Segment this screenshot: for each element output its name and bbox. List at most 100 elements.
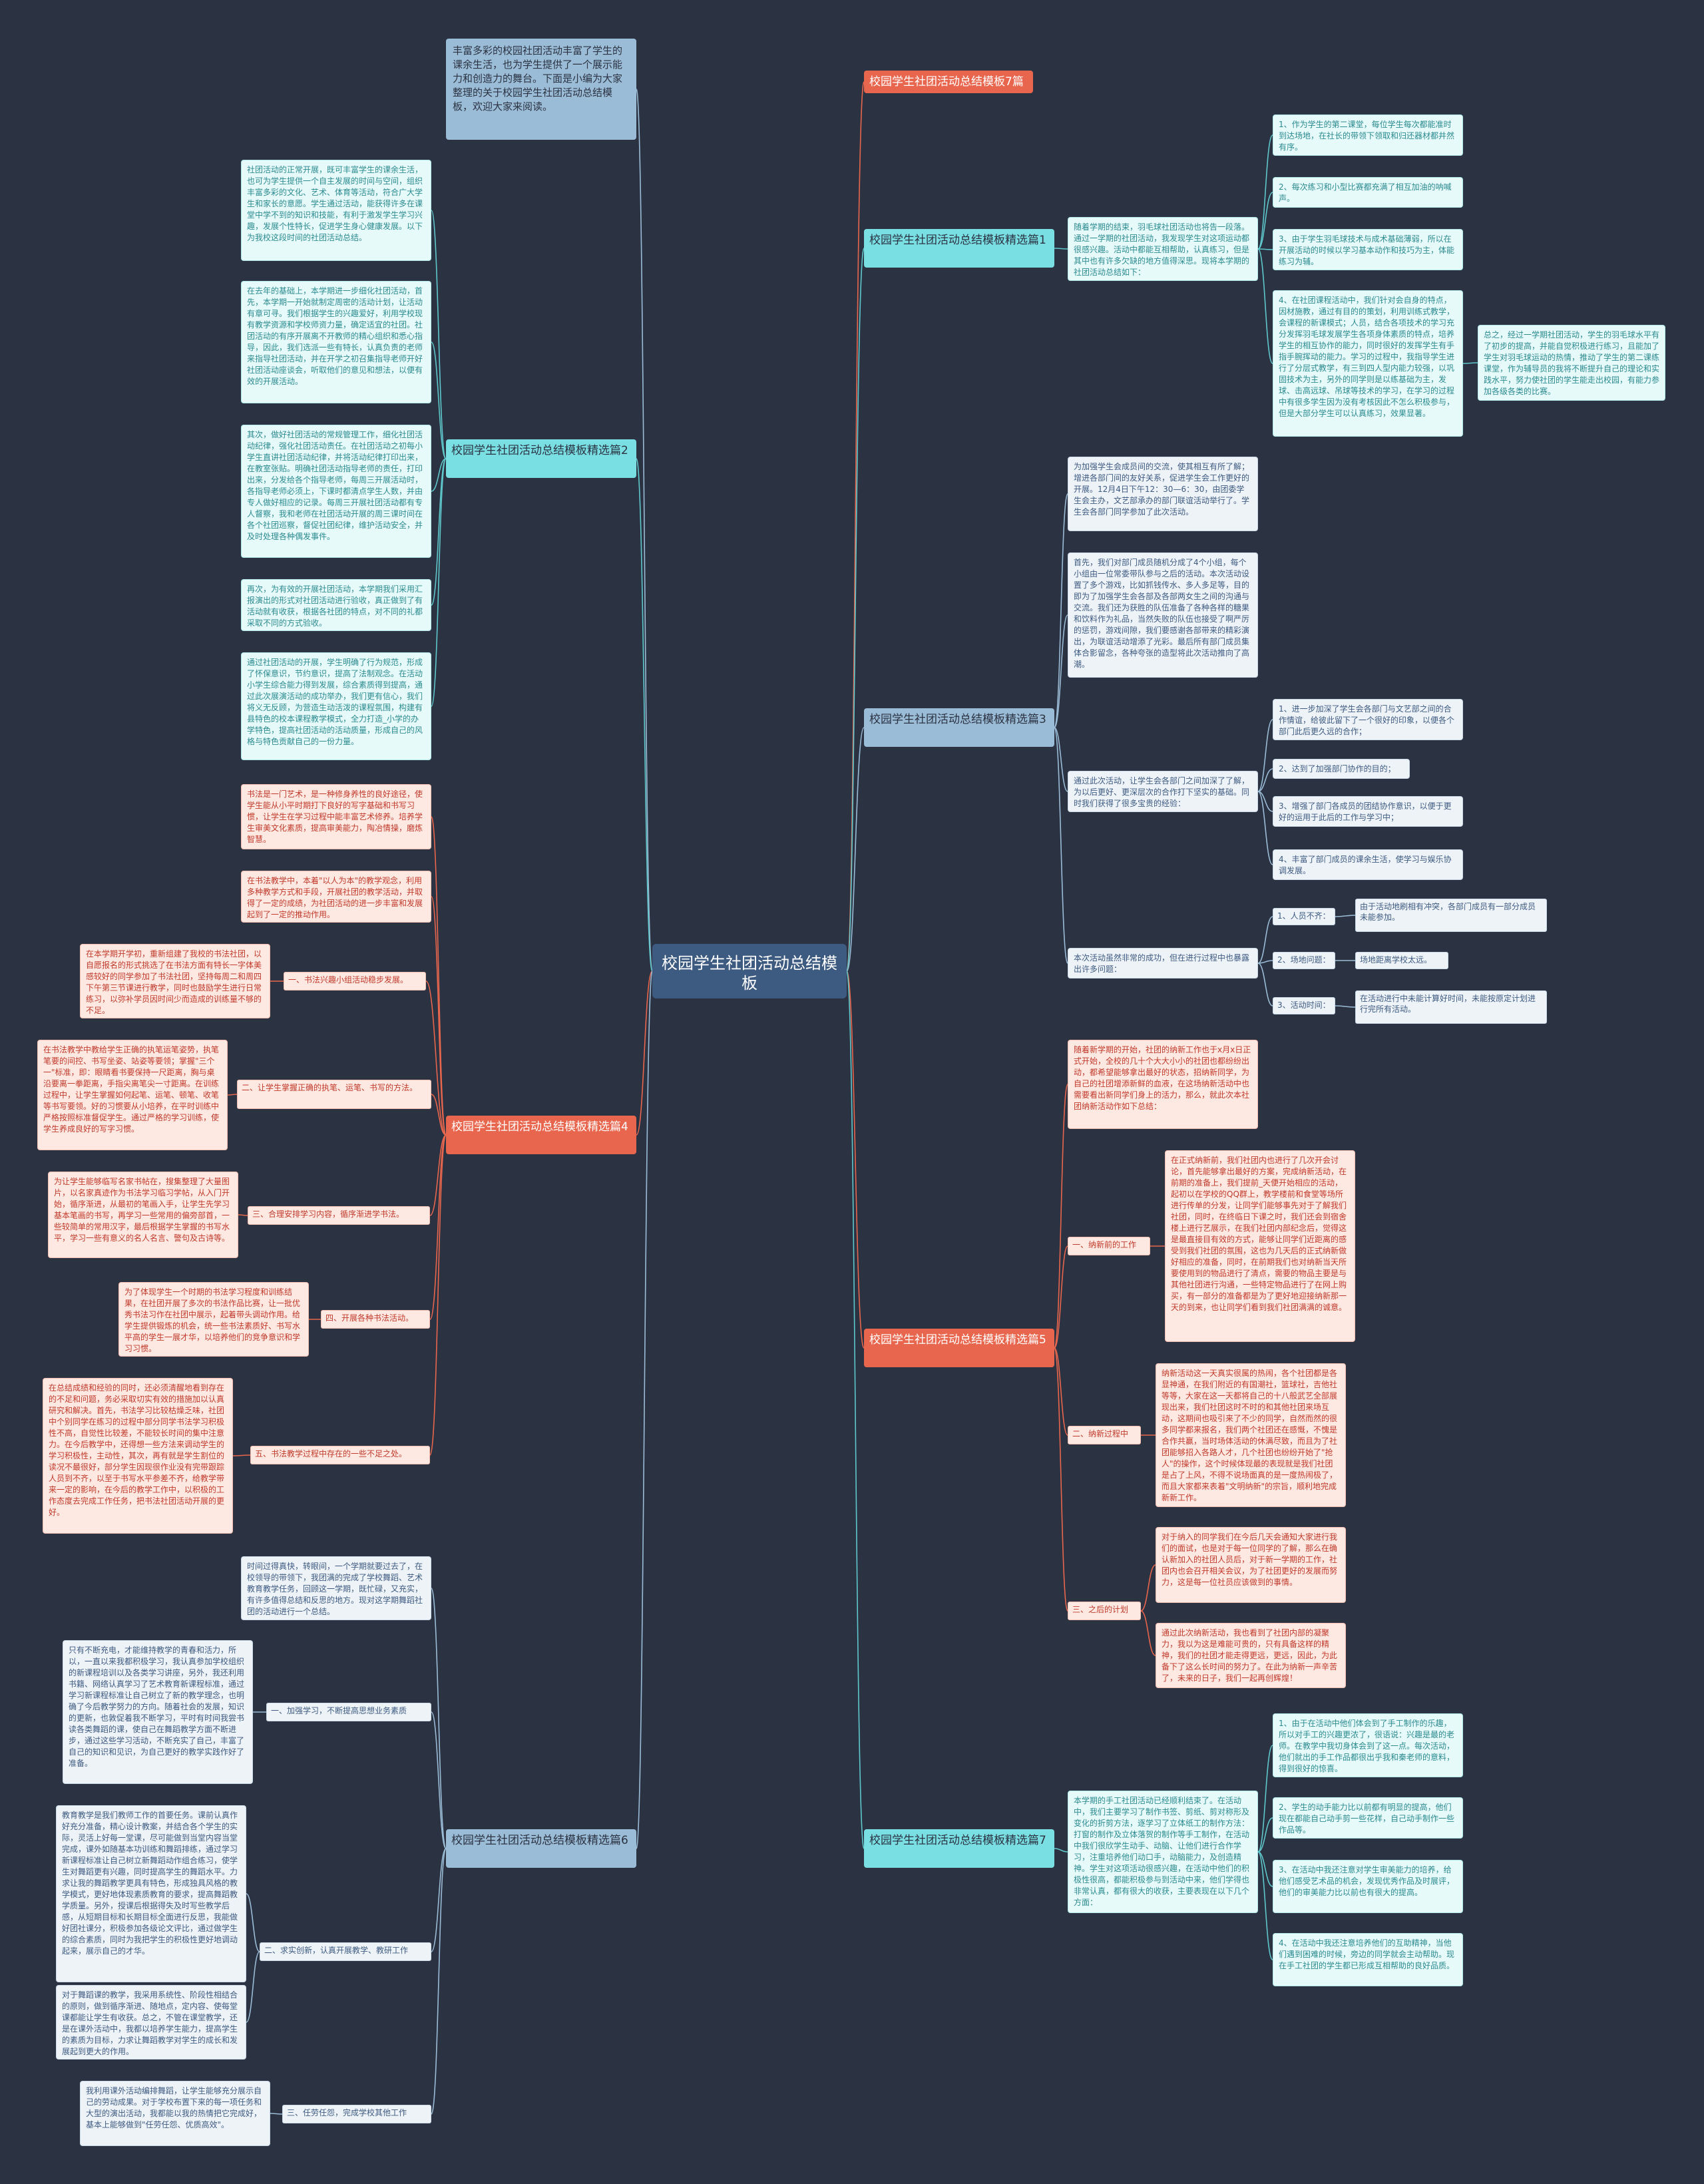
branch-5-item-3-detail-2: 通过此次纳新活动，我也看到了社团内部的凝聚力，我以为这是难能可贵的，只有具备这样…	[1156, 1623, 1346, 1688]
branch-2[interactable]: 校园学生社团活动总结模板精选篇2	[446, 439, 636, 478]
branch-6-intro: 时间过得真快，转眼间，一个学期就要过去了，在校领导的带领下，我团满的完成了学校舞…	[241, 1556, 431, 1620]
connector-branch-7-item-1	[1257, 1745, 1273, 1853]
connector-branch-2-item-2	[431, 341, 447, 459]
branch-6-item-1-detail: 只有不断充电，才能维持教学的青春和活力，所以，一直以来我都积极学习，我认真参加学…	[63, 1640, 253, 1784]
branch-3-gain-1: 1、进一步加深了学生会各部门与文艺部之间的合作情谊，给彼此留下了一个很好的印象，…	[1273, 699, 1463, 740]
branch-3-issue-3-detail: 在活动进行中未能计算好时间，未能按原定计划进行完所有活动。	[1355, 990, 1547, 1024]
branch-5[interactable]: 校园学生社团活动总结模板精选篇5	[864, 1329, 1054, 1367]
connector-branch-4-item-5-label	[429, 1134, 447, 1456]
branch-4-item-3-detail: 为让学生能够临写名家书帖在，搜集整理了大量图片，以名家真迹作为书法学习临习学帖，…	[48, 1172, 238, 1258]
connector-branch-7-item-2	[1257, 1817, 1273, 1853]
connector-branch-2-item-4	[431, 458, 447, 606]
connector-branch-4	[636, 971, 653, 1136]
branch-6-item-3-label: 三、任劳任怨，完成学校其他工作	[282, 2105, 431, 2123]
connector-branch-3-text-4	[1054, 727, 1068, 964]
branch-6-item-2-detail-2: 对于舞蹈课的教学，我采用系统性、阶段性相结合的原则，做到循序渐进、随地点，定内容…	[56, 1985, 246, 2060]
connector-branch-3-issue-2-label	[1257, 960, 1273, 964]
branch-4-item-2-detail: 在书法教学中教给学生正确的执笔运笔姿势，执笔笔要的间控、书写坐姿、站姿等要领；掌…	[37, 1040, 228, 1150]
branch-5-item-3-detail-1: 对于纳入的同学我们在今后几天会通知大家进行我们的面试，也是对于每一位同学的了解，…	[1156, 1527, 1346, 1603]
branch-1-item-4: 4、在社团课程活动中，我们针对会自身的特点，因材施教，通过有目的的策划，利用训练…	[1273, 290, 1463, 437]
branch-4-item-5-detail: 在总结成绩和经验的同时，还必须清醒地看到存在的不足和问题，务必采取切实有效的措施…	[43, 1378, 233, 1534]
branch-1[interactable]: 校园学生社团活动总结模板精选篇1	[864, 229, 1054, 268]
branch-3-issue-1-label: 1、人员不齐：	[1273, 908, 1335, 925]
connector-branch-7-item-3	[1257, 1851, 1273, 1887]
connector-branch-4-item-1-label	[425, 981, 447, 1136]
connector-branch-7	[846, 971, 865, 1849]
connector-branch-3-text-1	[1054, 493, 1068, 728]
connector-branch-6-item-3-detail	[270, 2113, 283, 2115]
connector-branch-3-issue-3-label	[1257, 963, 1273, 1006]
connector-branch-5-item-2-label	[1054, 1347, 1068, 1436]
connector-branch-3-issue-1-label	[1257, 916, 1273, 964]
connector-branch-1-item-2	[1257, 192, 1273, 250]
connector-intro-note	[636, 89, 653, 972]
branch-3-text-2: 首先，我们对部门成员随机分成了4个小组，每个小组由一位常委带队参与之后的活动。本…	[1068, 552, 1258, 678]
branch-7-item-4: 4、在活动中我还注意培养他们的互助精神，当他们遇到困难的时候，旁边的同学就会主动…	[1273, 1933, 1463, 1986]
branch-4-item-3-label: 三、合理安排学习内容，循序渐进学书法。	[248, 1206, 430, 1225]
connector-branch-1-item-4	[1257, 248, 1273, 364]
connector-branch-4-item-4-label	[429, 1134, 447, 1320]
branch-4-item-4-detail: 为了体现学生一个时期的书法学习程度和训练结果，在社团开展了多次的书法作品比赛，让…	[118, 1282, 309, 1357]
branch-2-item-5: 通过社团活动的开展，学生明确了行为规范，形成了怀保意识，节约意识，提高了法制观念…	[241, 652, 431, 760]
connector-branch-3-text-2	[1054, 614, 1068, 728]
branch-1-item-1: 1、作为学生的第二课堂，每位学生每次都能准时到达场地，在社长的带领下领取和归还器…	[1273, 114, 1463, 156]
connector-branch-3-text-3	[1054, 727, 1068, 792]
connector-branch-2	[636, 458, 653, 972]
connector-branch-2-item-3	[431, 458, 447, 492]
branch-6-item-2-detail-1: 教育教学是我们教师工作的首要任务。课前认真作好充分准备，精心设计教案，并结合各个…	[56, 1805, 246, 1982]
connector-branch-4-item-2-detail	[227, 1094, 238, 1096]
branch-3-issue-1-detail: 由于活动地刷相有冲突，各部门成员有一部分成员未能参加。	[1355, 899, 1547, 932]
branch-3[interactable]: 校园学生社团活动总结模板精选篇3	[864, 708, 1054, 747]
connector-branch-5-item-3-detail-2	[1140, 1610, 1156, 1656]
branch-4-item-4-label: 四、开展各种书法活动。	[321, 1310, 430, 1329]
branch-3-issue-2-label: 2、场地问题：	[1273, 952, 1335, 969]
connector-branch-6-item-2-label	[431, 1848, 447, 1952]
branch-4-item-1-label: 一、书法兴趣小组活动稳步发展。	[284, 972, 426, 990]
connector-branch-4-item-3-label	[429, 1134, 447, 1216]
branch-2-item-1: 社团活动的正常开展，既可丰富学生的课余生活，也可为学生提供一个自主发展的时间与空…	[241, 160, 431, 261]
connector-branch-3-gain-1	[1257, 719, 1273, 792]
branch-6-item-2-label: 二、求实创新，认真开展教学、教研工作	[260, 1942, 431, 1961]
connector-branch-3-issue-1-detail	[1335, 915, 1356, 917]
connector-branch-1-text	[1054, 248, 1068, 250]
connector-branch-1-item-3	[1257, 248, 1273, 250]
branch-7[interactable]: 校园学生社团活动总结模板精选篇7	[864, 1829, 1054, 1868]
branch-3-issue-3-label: 3、活动时间：	[1273, 997, 1335, 1014]
branch-4-item-2-label: 二、让学生掌握正确的执笔、运笔、书写的方法。	[237, 1080, 431, 1109]
connector-branch-1	[846, 248, 865, 972]
connector-branch-2-item-1	[431, 210, 447, 459]
connector-branch-2-item-5	[431, 458, 447, 707]
connector-branch-6-item-2-detail-2	[246, 1951, 260, 2023]
branch-3-gain-2: 2、达到了加强部门协作的目的；	[1273, 759, 1410, 779]
branch-4-para-1: 书法是一门艺术，是一种修身养性的良好途径，使学生能从小平时期打下良好的写字基础和…	[241, 784, 431, 849]
branch-main-title[interactable]: 校园学生社团活动总结模板7篇	[864, 71, 1033, 93]
branch-5-item-1-detail: 在正式纳新前，我们社团内也进行了几次开会讨论，首先能够拿出最好的方案，完成纳新活…	[1165, 1150, 1355, 1342]
branch-4[interactable]: 校园学生社团活动总结模板精选篇4	[446, 1116, 636, 1154]
branch-3-gain-3: 3、增强了部门各成员的团结协作意识，以便于更好的运用于此后的工作与学习中；	[1273, 796, 1463, 827]
branch-5-intro: 随着新学期的开始，社团的纳新工作也于x月x日正式开始，全校的几十个大大小小的社团…	[1068, 1040, 1258, 1129]
connector-branch-7-text	[1054, 1848, 1068, 1853]
branch-1-text: 随着学期的结束，羽毛球社团活动也将告一段落。通过一学期的社团活动，我发现学生对这…	[1068, 217, 1258, 281]
connector-branch-5-item-3-detail-1	[1140, 1564, 1156, 1612]
branch-3-text-4: 本次活动虽然非常的成功，但在进行过程中也暴露出许多问题：	[1068, 948, 1258, 979]
connector-branch-6-item-2-detail-1	[246, 1893, 260, 1952]
branch-4-item-1-detail: 在本学期开学初，重新组建了我校的书法社团，以自愿报名的形式挑选了在书法方面有特长…	[80, 944, 270, 1018]
branch-5-item-2-detail: 纳新活动这一天真实很属的热闹，各个社团都是各显神通，在我们附近的有国潮社，篮球社…	[1156, 1363, 1346, 1507]
connector-branch-6-intro	[431, 1588, 447, 1849]
connector-branch-3-gain-2	[1257, 768, 1273, 792]
branch-6-item-3-detail: 我利用课外活动编排舞蹈，让学生能够充分展示自己的劳动成果。对于学校布置下来的每一…	[80, 2081, 270, 2146]
branch-2-item-2: 在去年的基础上，本学期进一步细化社团活动，首先，本学期一开始就制定周密的活动计划…	[241, 281, 431, 403]
branch-1-item-3: 3、由于学生羽毛球技术与成术基础薄弱，所以在开展活动的时候以学习基本动作和技巧为…	[1273, 229, 1463, 270]
branch-7-item-3: 3、在活动中我还注意对学生审美能力的培养，给他们感受艺术品的机会，发现优秀作品及…	[1273, 1860, 1463, 1913]
branch-6[interactable]: 校园学生社团活动总结模板精选篇6	[446, 1829, 636, 1868]
branch-3-text-1: 为加强学生会成员间的交流，使其相互有所了解；增进各部门间的友好关系，促进学生会工…	[1068, 457, 1258, 531]
root-topic[interactable]: 校园学生社团活动总结模板	[652, 944, 847, 998]
branch-1-summary: 总之，经过一学期社团活动，学生的羽毛球水平有了初步的提高，并能自觉积极进行练习，…	[1478, 325, 1665, 401]
connector-branch-5	[846, 971, 865, 1349]
connector-branch-6	[636, 971, 653, 1849]
connector-branch-3-issue-3-detail	[1335, 1005, 1356, 1008]
branch-2-item-4: 再次，为有效的开展社团活动，本学期我们采用汇报演出的形式对社团活动进行验收，真正…	[241, 579, 431, 631]
connector-branch-1-item-1	[1257, 134, 1273, 250]
branch-2-item-3: 其次，做好社团活动的常规管理工作，细化社团活动纪律，强化社团活动责任。在社团活动…	[241, 425, 431, 558]
